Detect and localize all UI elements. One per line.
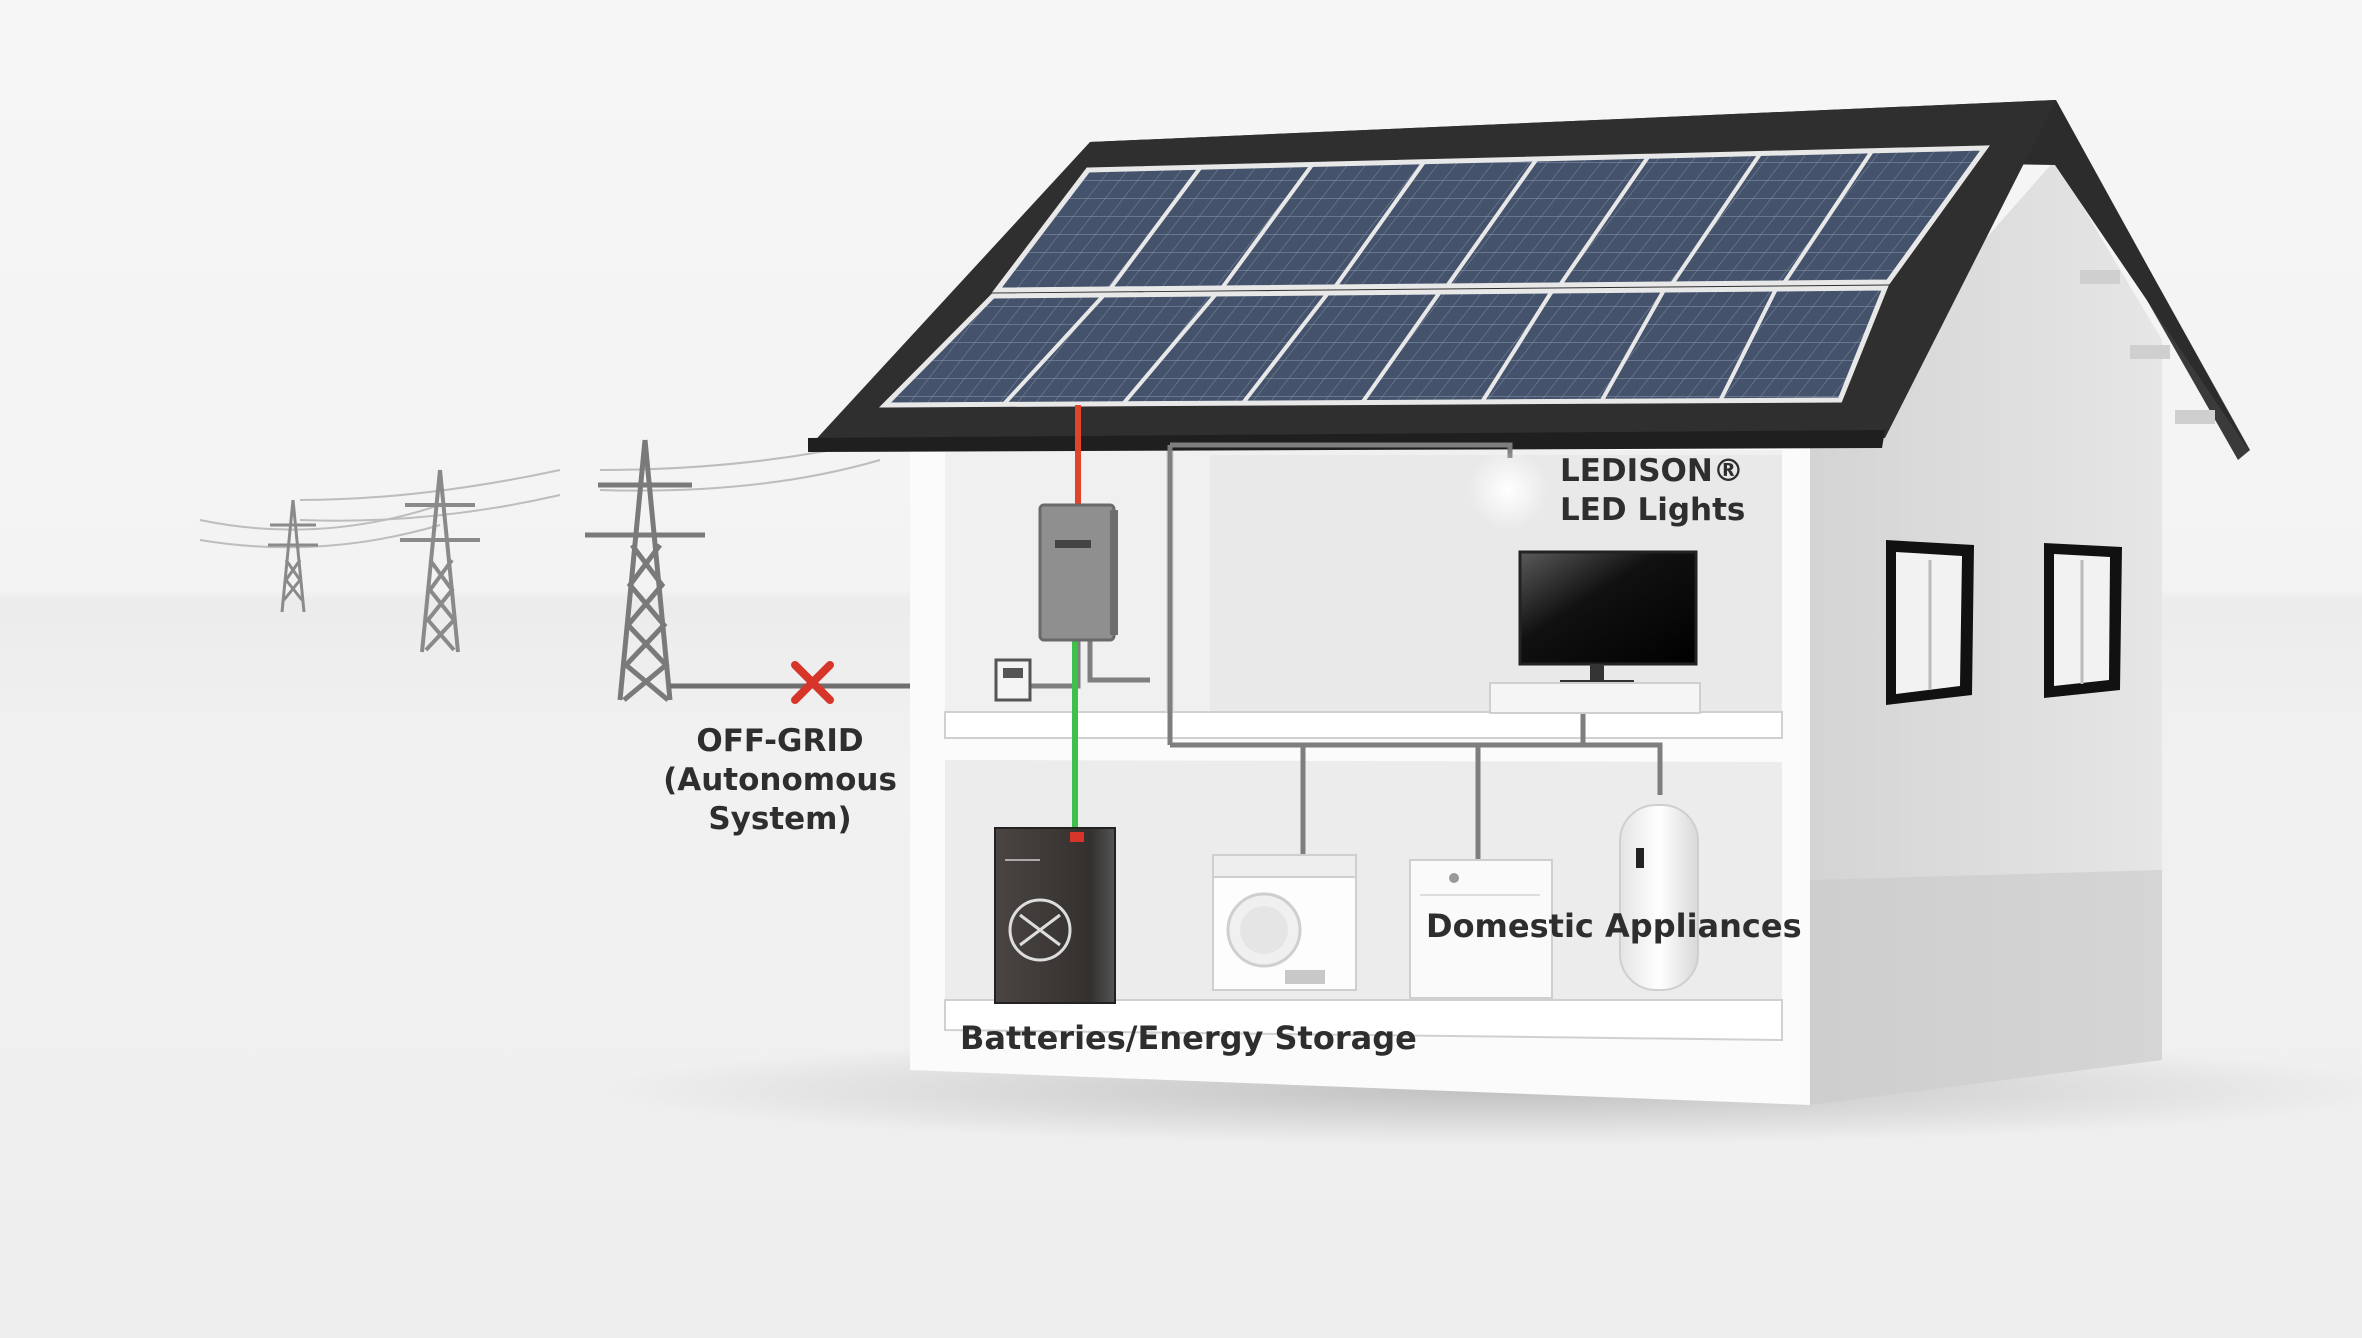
house-side-wall-shade — [1810, 870, 2162, 1105]
off-grid-label-line1: OFF-GRID — [696, 723, 864, 759]
water-heater — [1619, 804, 1699, 991]
window — [1886, 540, 1974, 705]
pylon-icon — [585, 439, 705, 702]
washing-machine — [1212, 854, 1357, 991]
rafter-tails — [2080, 270, 2215, 424]
grid-disconnect-switch — [994, 658, 1032, 702]
lower-floor-slab — [944, 999, 1783, 1042]
led-lights-label: LEDISON® LED Lights — [1560, 452, 1745, 530]
pylon-icon — [400, 469, 480, 653]
off-grid-label: OFF-GRID (Autonomous System) — [640, 722, 920, 838]
power-lines — [199, 439, 881, 549]
domestic-appliances-label: Domestic Appliances — [1426, 907, 1802, 945]
batteries-label: Batteries/Energy Storage — [960, 1019, 1417, 1057]
led-light-icon — [1468, 450, 1548, 530]
led-lights-label-line1: LEDISON® — [1560, 453, 1744, 489]
battery-storage-unit — [994, 827, 1116, 1004]
window — [2044, 543, 2122, 698]
off-grid-label-line3: System) — [708, 800, 852, 837]
led-lights-label-line2: LED Lights — [1560, 491, 1746, 528]
lower-room — [945, 760, 1782, 1035]
upper-floor-slab — [944, 711, 1783, 739]
off-grid-label-line2: (Autonomous — [663, 761, 897, 798]
pylon-icon — [268, 499, 318, 613]
tv-monitor — [1489, 550, 1701, 714]
dryer — [1409, 859, 1553, 999]
disconnected-x-icon — [791, 661, 834, 704]
solar-panels — [878, 145, 1990, 408]
inverter — [1038, 503, 1118, 642]
